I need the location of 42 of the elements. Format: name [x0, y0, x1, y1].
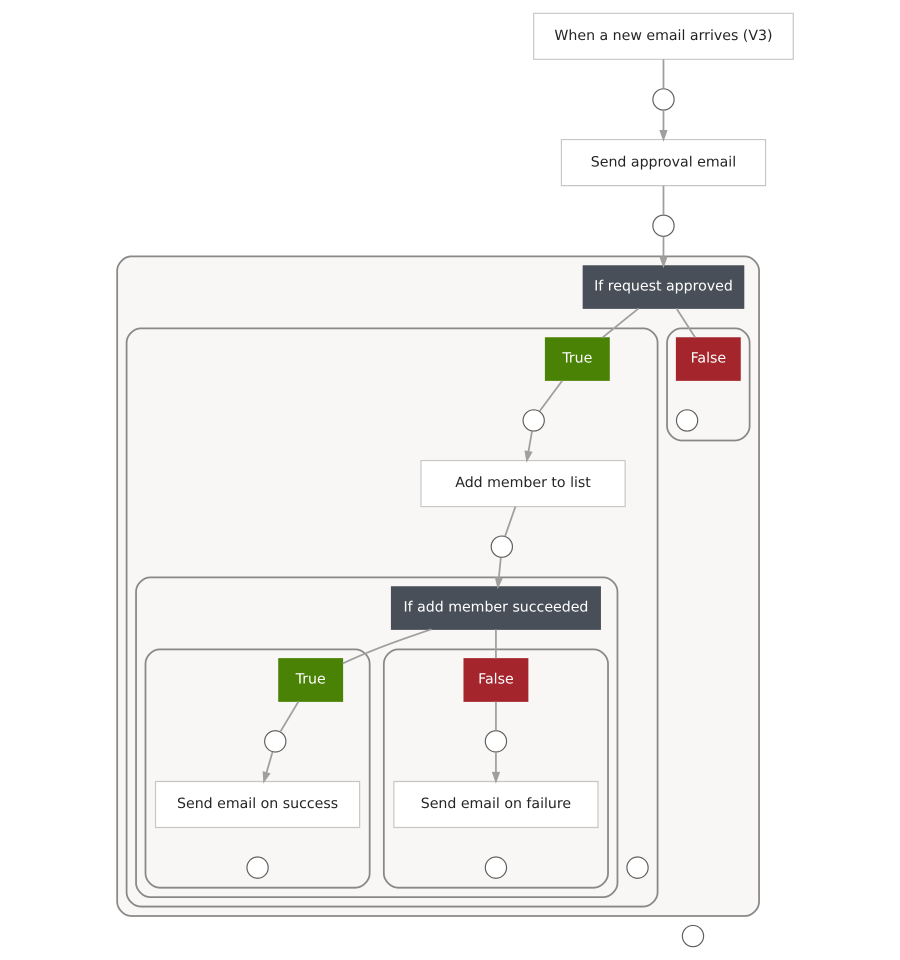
connector	[662, 186, 664, 215]
connector	[494, 702, 496, 731]
node-circle	[652, 214, 674, 237]
connector	[342, 628, 432, 664]
node-box: True	[544, 337, 610, 381]
node-box: If add member succeeded	[390, 586, 600, 630]
node-circle	[490, 535, 513, 558]
arrow	[524, 430, 532, 463]
node-box: False	[675, 337, 740, 381]
node-circle	[681, 924, 704, 948]
node-circle	[484, 730, 507, 753]
connector	[662, 59, 664, 89]
arrow	[491, 752, 500, 784]
node-circle	[626, 856, 648, 879]
node-circle	[264, 730, 286, 753]
node-box: When a new email arrives (V3)	[532, 12, 794, 60]
node-box: Send approval email	[560, 139, 766, 186]
connector	[538, 380, 563, 412]
connector	[494, 629, 496, 658]
node-box: If request approved	[582, 265, 744, 309]
node-circle	[246, 856, 268, 879]
arrow	[658, 110, 668, 142]
node-box: False	[462, 658, 528, 702]
cluster	[125, 328, 658, 908]
arrow	[262, 752, 273, 784]
cluster	[666, 328, 750, 442]
connector	[675, 308, 696, 338]
connector	[601, 308, 639, 338]
node-box: Send email on success	[154, 780, 360, 828]
node-box: True	[278, 658, 343, 702]
node-circle	[484, 856, 507, 879]
arrow	[658, 236, 668, 268]
cluster	[144, 648, 370, 889]
node-circle	[522, 409, 544, 432]
connector	[279, 701, 299, 732]
node-box: Add member to list	[420, 460, 626, 508]
cluster	[382, 648, 608, 889]
node-box: Send email on failure	[392, 780, 598, 828]
node-circle	[652, 88, 674, 111]
node-circle	[675, 409, 698, 432]
arrow	[494, 558, 502, 590]
connector	[504, 506, 516, 537]
